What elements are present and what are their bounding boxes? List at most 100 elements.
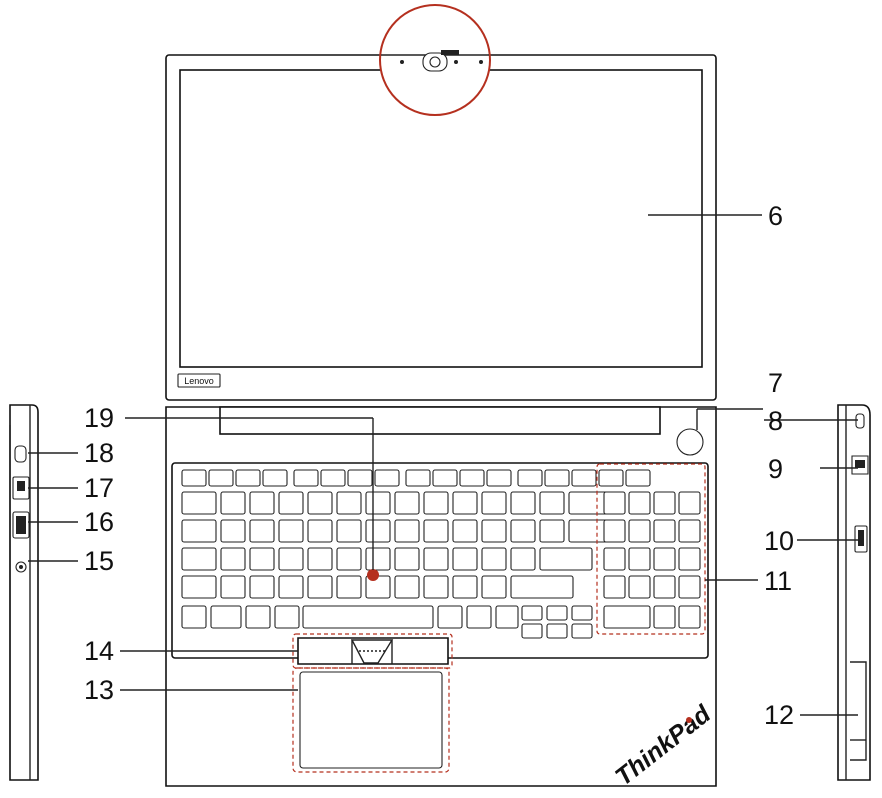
keyboard-key	[307, 575, 333, 599]
keyboard-key	[653, 605, 676, 629]
keyboard-key	[459, 469, 485, 487]
callout-18: 18	[84, 438, 114, 468]
touchpad	[299, 671, 443, 769]
usb-c-port	[14, 445, 27, 463]
display-lid: Lenovo	[165, 4, 717, 401]
keyboard-key	[210, 605, 242, 629]
keyboard-key	[220, 519, 246, 543]
power-button	[676, 428, 704, 456]
hinge	[219, 406, 661, 435]
keyboard-key	[374, 469, 400, 487]
callout-7: 7	[768, 368, 783, 398]
keyboard-key	[678, 605, 701, 629]
keyboard-key	[653, 519, 676, 543]
keyboard-key	[628, 547, 651, 571]
keyboard-key	[365, 519, 391, 543]
keyboard-key	[365, 547, 391, 571]
keyboard-key	[307, 519, 333, 543]
keyboard-key	[486, 469, 512, 487]
keyboard-key	[394, 519, 420, 543]
callout-19: 19	[84, 403, 114, 433]
keyboard-key	[307, 547, 333, 571]
keyboard-key	[336, 547, 362, 571]
keyboard-key	[278, 575, 304, 599]
keyboard-key	[678, 491, 701, 515]
keyboard-key	[544, 469, 570, 487]
keyboard-key	[481, 575, 507, 599]
trackpoint-pointing-stick	[367, 569, 379, 581]
keyboard-key	[678, 547, 701, 571]
keyboard-key	[521, 605, 543, 621]
keyboard-key	[539, 491, 565, 515]
callout-12: 12	[764, 700, 794, 730]
keyboard-key	[653, 575, 676, 599]
keyboard-key	[481, 519, 507, 543]
keyboard-key	[517, 469, 543, 487]
keyboard-key	[347, 469, 373, 487]
callout-15: 15	[84, 546, 114, 576]
keyboard-key	[181, 519, 217, 543]
keyboard-key	[278, 491, 304, 515]
keyboard-key	[546, 623, 568, 639]
callout-16: 16	[84, 507, 114, 537]
left-side-view	[9, 404, 39, 781]
keyboard-key	[452, 491, 478, 515]
callout-6: 6	[768, 201, 783, 231]
keyboard-key	[336, 491, 362, 515]
keyboard-key	[274, 605, 300, 629]
keyboard-key	[510, 575, 574, 599]
keyboard-key	[293, 469, 319, 487]
keyboard-key	[603, 519, 626, 543]
keyboard-key	[539, 547, 593, 571]
keyboard-key	[181, 491, 217, 515]
keyboard-key	[510, 547, 536, 571]
callout-numbers: 6 7 8 9 10 11 12 13 14 15 16 17 18 19	[84, 201, 794, 730]
keyboard-key	[307, 491, 333, 515]
keyboard-key	[235, 469, 261, 487]
keyboard-key	[220, 575, 246, 599]
keyboard-key	[653, 491, 676, 515]
lenovo-badge	[177, 373, 221, 388]
lenovo-badge-text: Lenovo	[184, 376, 214, 386]
keyboard-key	[405, 469, 431, 487]
keyboard-key	[423, 491, 449, 515]
callout-17: 17	[84, 473, 114, 503]
keyboard-key	[603, 547, 626, 571]
keyboard-key	[539, 519, 565, 543]
keyboard-key	[249, 547, 275, 571]
keyboard-key	[521, 623, 543, 639]
keyboard-key	[495, 605, 519, 629]
keyboard-key	[181, 469, 207, 487]
callout-11: 11	[764, 566, 792, 596]
keyboard-key	[423, 547, 449, 571]
keyboard-key	[181, 547, 217, 571]
keyboard-key	[678, 519, 701, 543]
keyboard-key	[625, 469, 651, 487]
keyboard	[171, 462, 709, 659]
keyboard-key	[481, 547, 507, 571]
keyboard-key	[432, 469, 458, 487]
security-lock-slot	[855, 413, 865, 429]
keyboard-key	[278, 519, 304, 543]
numeric-keypad-highlight	[596, 463, 706, 635]
touchpad-highlight	[292, 667, 450, 773]
keyboard-key	[603, 491, 626, 515]
keyboard-key	[336, 575, 362, 599]
keyboard-key	[466, 605, 492, 629]
keyboard-key	[452, 575, 478, 599]
keyboard-key	[249, 575, 275, 599]
trackpoint-buttons	[292, 633, 453, 669]
keyboard-key	[245, 605, 271, 629]
keyboard-key	[394, 491, 420, 515]
keyboard-key	[220, 491, 246, 515]
keyboard-key	[628, 519, 651, 543]
keyboard-key	[678, 575, 701, 599]
callout-13: 13	[84, 675, 114, 705]
keyboard-key	[249, 519, 275, 543]
keyboard-key	[423, 575, 449, 599]
keyboard-key	[320, 469, 346, 487]
callout-9: 9	[768, 454, 783, 484]
trackpoint-buttons-highlight	[292, 633, 453, 669]
keyboard-key	[510, 519, 536, 543]
